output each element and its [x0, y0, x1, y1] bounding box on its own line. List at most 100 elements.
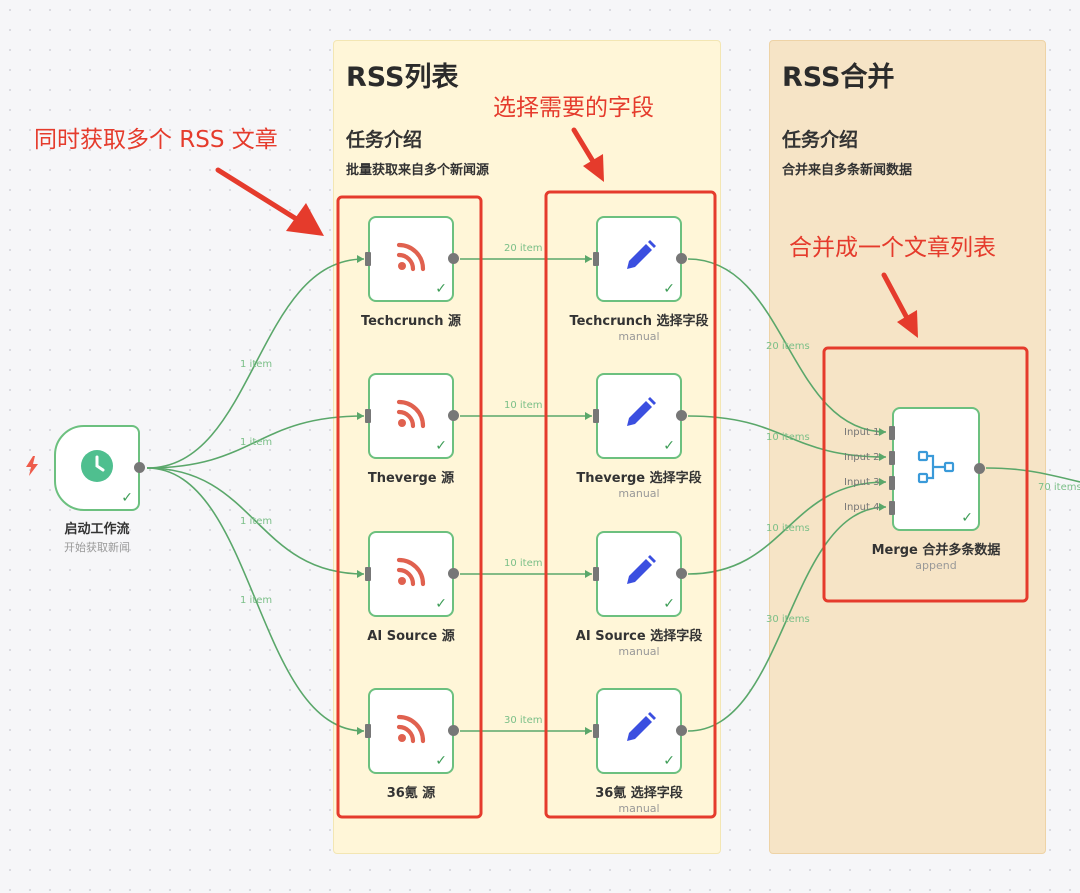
annotation-arrow: [881, 272, 918, 338]
input-handle[interactable]: [365, 567, 371, 581]
input-handle[interactable]: [593, 409, 599, 423]
trigger-node[interactable]: ✓: [54, 425, 145, 511]
input-handle-1[interactable]: [889, 426, 895, 440]
rss-icon: [394, 712, 428, 750]
node-label: AI Source 选择字段: [575, 629, 703, 644]
check-icon: ✓: [435, 753, 447, 769]
check-icon: ✓: [435, 281, 447, 297]
connection-merge-out[interactable]: [985, 467, 1080, 483]
annotation-arrow: [571, 127, 604, 182]
edge-label: 1 item: [240, 595, 272, 606]
sticky-title: RSS列表: [346, 62, 459, 93]
output-handle[interactable]: [676, 725, 687, 736]
output-handle[interactable]: [448, 568, 459, 579]
connection-arrow: [357, 412, 364, 420]
merge-node[interactable]: ✓: [889, 407, 985, 531]
rss-icon: [394, 555, 428, 593]
check-icon: ✓: [435, 596, 447, 612]
output-handle[interactable]: [676, 410, 687, 421]
set-node[interactable]: ✓: [593, 531, 687, 617]
edge-label: 1 item: [240, 516, 272, 527]
rss-icon: [394, 397, 428, 435]
pen-icon: [619, 394, 659, 438]
input-handle[interactable]: [365, 252, 371, 266]
pen-icon: [619, 237, 659, 281]
output-handle[interactable]: [134, 462, 145, 473]
annotation-arrow: [215, 167, 324, 236]
input-label: Input 3: [844, 477, 880, 488]
connection-trigger-rss[interactable]: [146, 415, 365, 469]
node-label: 36氪 选择字段: [595, 786, 683, 801]
input-handle-3[interactable]: [889, 476, 895, 490]
node-label: Techcrunch 选择字段: [569, 314, 709, 329]
input-handle[interactable]: [593, 567, 599, 581]
connection-arrow: [879, 428, 886, 436]
sticky-heading: 任务介绍: [782, 129, 859, 151]
node-subtitle: manual: [618, 487, 660, 500]
output-handle[interactable]: [448, 725, 459, 736]
check-icon: ✓: [663, 596, 675, 612]
rss-node[interactable]: ✓: [365, 688, 459, 774]
node-label: Theverge 选择字段: [576, 471, 702, 486]
edge-label: 20 items: [766, 341, 810, 352]
connection-set-merge[interactable]: [687, 506, 887, 732]
connection-arrow: [357, 570, 364, 578]
edge-label: 10 item: [504, 558, 543, 569]
connection-trigger-rss[interactable]: [146, 467, 365, 575]
edge-label: 30 items: [766, 614, 810, 625]
highlight-box-merge: [822, 346, 1029, 603]
edge-label: 10 item: [504, 400, 543, 411]
rss-node[interactable]: ✓: [365, 216, 459, 302]
output-handle[interactable]: [448, 410, 459, 421]
annotation-fetch-many: 同时获取多个 RSS 文章: [34, 127, 278, 153]
output-handle[interactable]: [676, 568, 687, 579]
sticky-heading: 任务介绍: [346, 129, 423, 151]
input-handle[interactable]: [365, 724, 371, 738]
sticky-description: 批量获取来自多个新闻源: [346, 163, 490, 178]
connection-set-merge[interactable]: [687, 481, 887, 575]
connection-trigger-rss[interactable]: [146, 258, 365, 469]
edge-label: 30 item: [504, 715, 543, 726]
check-icon: ✓: [435, 438, 447, 454]
output-handle[interactable]: [676, 253, 687, 264]
connection-arrow: [357, 255, 364, 263]
input-label: Input 1: [844, 427, 880, 438]
connection-arrow: [585, 570, 592, 578]
input-handle-4[interactable]: [889, 501, 895, 515]
check-icon: ✓: [961, 510, 973, 526]
connection-trigger-rss[interactable]: [146, 467, 365, 732]
input-handle[interactable]: [593, 252, 599, 266]
edge-label: 10 items: [766, 523, 810, 534]
connection-arrow: [879, 478, 886, 486]
input-handle-2[interactable]: [889, 451, 895, 465]
node-label: Techcrunch 源: [360, 314, 462, 329]
rss-node[interactable]: ✓: [365, 373, 459, 459]
rss-node[interactable]: ✓: [365, 531, 459, 617]
edge-label: 70 items: [1038, 482, 1080, 493]
sticky-description: 合并来自多条新闻数据: [782, 163, 913, 178]
connection-arrow: [879, 453, 886, 461]
node-subtitle: manual: [618, 802, 660, 815]
connection-set-merge[interactable]: [687, 258, 887, 433]
node-subtitle: append: [915, 559, 957, 572]
check-icon: ✓: [663, 281, 675, 297]
connection-arrow: [585, 727, 592, 735]
input-handle[interactable]: [593, 724, 599, 738]
connection-set-merge[interactable]: [687, 415, 887, 458]
check-icon: ✓: [663, 753, 675, 769]
node-label: 36氪 源: [386, 786, 436, 801]
output-handle[interactable]: [974, 463, 985, 474]
clock-icon: [80, 449, 114, 487]
output-handle[interactable]: [448, 253, 459, 264]
set-node[interactable]: ✓: [593, 216, 687, 302]
node-label: Theverge 源: [367, 471, 455, 486]
annotation-select-fields: 选择需要的字段: [493, 95, 654, 121]
check-icon: ✓: [121, 490, 133, 506]
highlight-box-rss: [336, 195, 483, 819]
annotation-merge-list: 合并成一个文章列表: [789, 235, 996, 261]
input-handle[interactable]: [365, 409, 371, 423]
pen-icon: [619, 709, 659, 753]
set-node[interactable]: ✓: [593, 373, 687, 459]
sticky-title: RSS合并: [782, 62, 895, 93]
set-node[interactable]: ✓: [593, 688, 687, 774]
